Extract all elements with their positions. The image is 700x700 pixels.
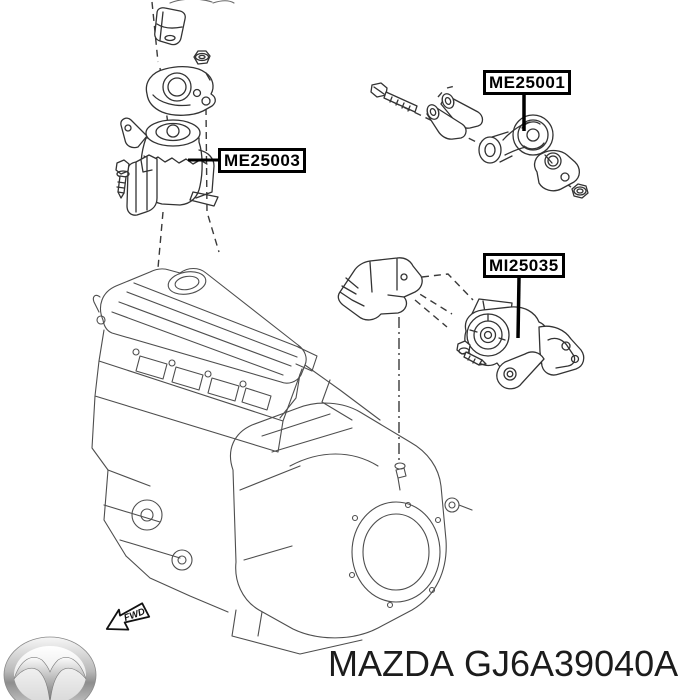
part-label-rear-mount[interactable]: MI25035: [483, 253, 565, 278]
mount-bolt: [115, 159, 130, 199]
mazda-logo: [3, 636, 97, 700]
torque-rod-group: [370, 82, 589, 199]
mount-nut: [193, 50, 211, 65]
torque-rod-bracket: [533, 149, 581, 192]
part-label-torque-rod[interactable]: ME25001: [483, 70, 572, 95]
torque-rod-bolt: [370, 82, 418, 113]
brand-text: MAZDA: [328, 643, 454, 684]
engine-assembly-drawing: [91, 0, 473, 655]
leader-line-rear-mount: [516, 277, 521, 339]
mount-top-bracket: [145, 66, 216, 116]
torque-rod-nut: [571, 183, 589, 199]
rubber-stopper: [154, 7, 186, 46]
logo-wings: [13, 657, 87, 700]
front-engine-mount-group: [115, 7, 219, 216]
bushing-bracket: [426, 93, 484, 140]
engine-mount-body: [120, 117, 219, 207]
transmission-crossmember: [337, 257, 423, 321]
label-leader-lines: [188, 95, 526, 339]
rear-engine-mount: [464, 298, 585, 390]
rear-mount-bolt: [456, 340, 487, 366]
part-label-front-mount[interactable]: ME25003: [218, 148, 307, 173]
fwd-arrow: FWD: [105, 602, 151, 631]
fwd-arrow-outline: [105, 602, 151, 631]
rear-mount-group: [337, 257, 585, 390]
fwd-label: FWD: [123, 606, 147, 624]
part-number-text: GJ6A39040A: [464, 643, 679, 684]
mount-u-bracket: [126, 154, 158, 216]
